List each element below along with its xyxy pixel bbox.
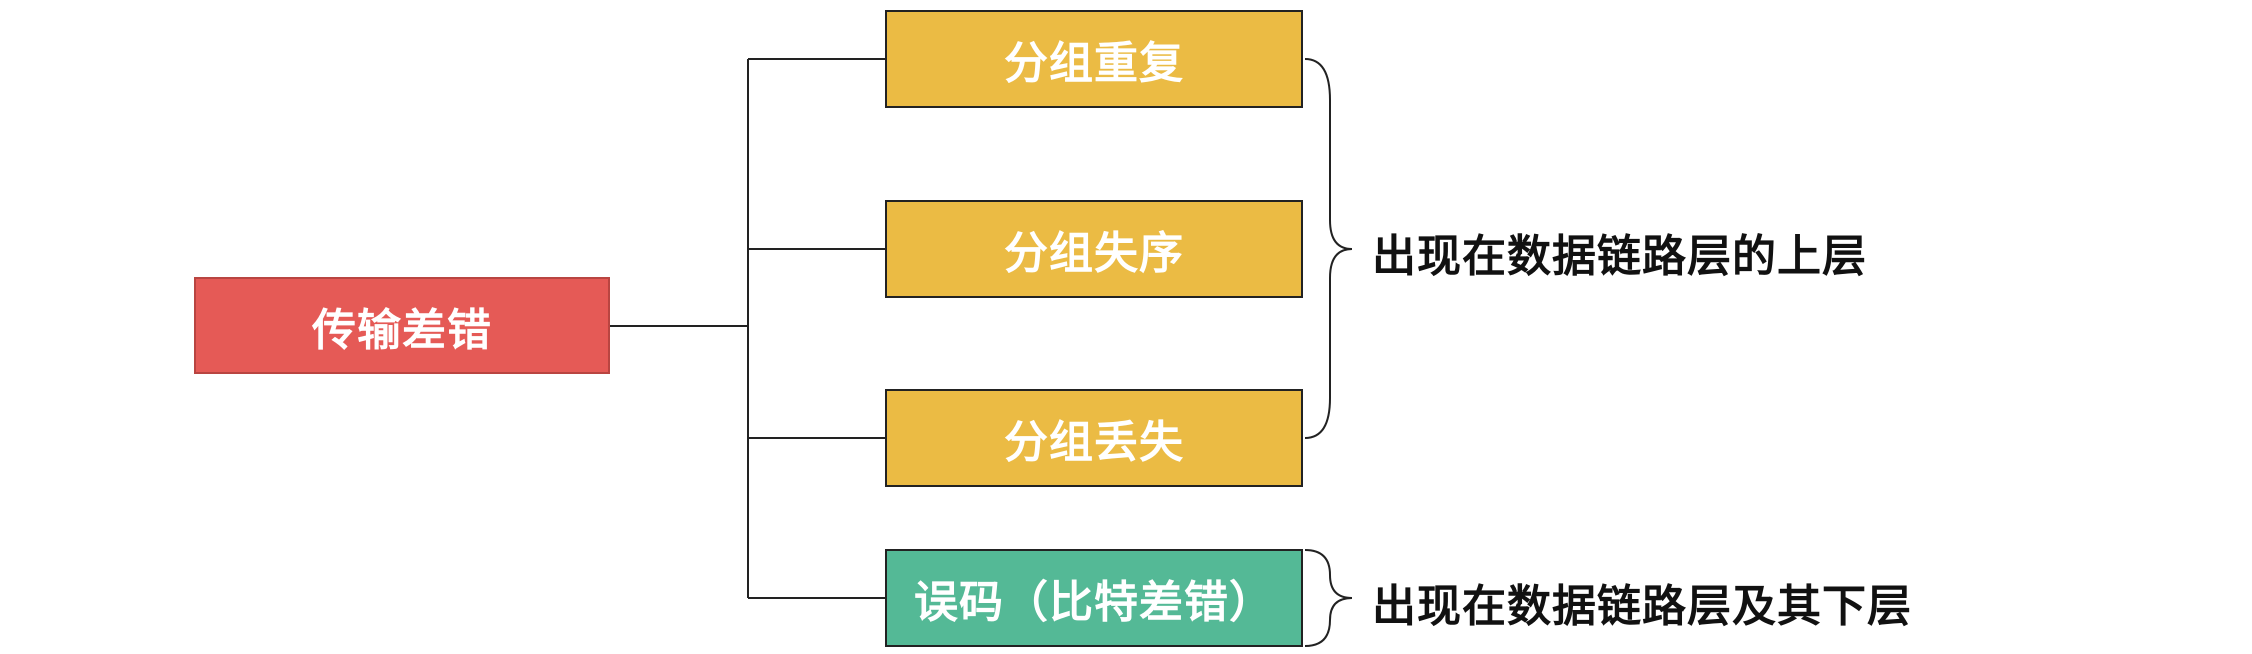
root-node: 传输差错	[194, 277, 610, 374]
lower-brace	[1304, 549, 1353, 647]
branch-node-loss: 分组丢失	[885, 389, 1303, 487]
annotation-lower-layer: 出现在数据链路层及其下层	[1372, 581, 1912, 632]
branch-node-duplicate: 分组重复	[885, 10, 1303, 108]
branch-label: 误码（比特差错）	[914, 577, 1274, 628]
upper-brace	[1304, 58, 1353, 439]
branch-node-out-of-order: 分组失序	[885, 200, 1303, 298]
branch-node-bit-error: 误码（比特差错）	[885, 549, 1303, 647]
branch-label: 分组重复	[1004, 38, 1184, 89]
branch-label: 分组丢失	[1004, 417, 1184, 468]
branch-label: 分组失序	[1004, 228, 1184, 279]
annotation-upper-layer: 出现在数据链路层的上层	[1372, 231, 1867, 282]
root-label: 传输差错	[312, 304, 492, 356]
